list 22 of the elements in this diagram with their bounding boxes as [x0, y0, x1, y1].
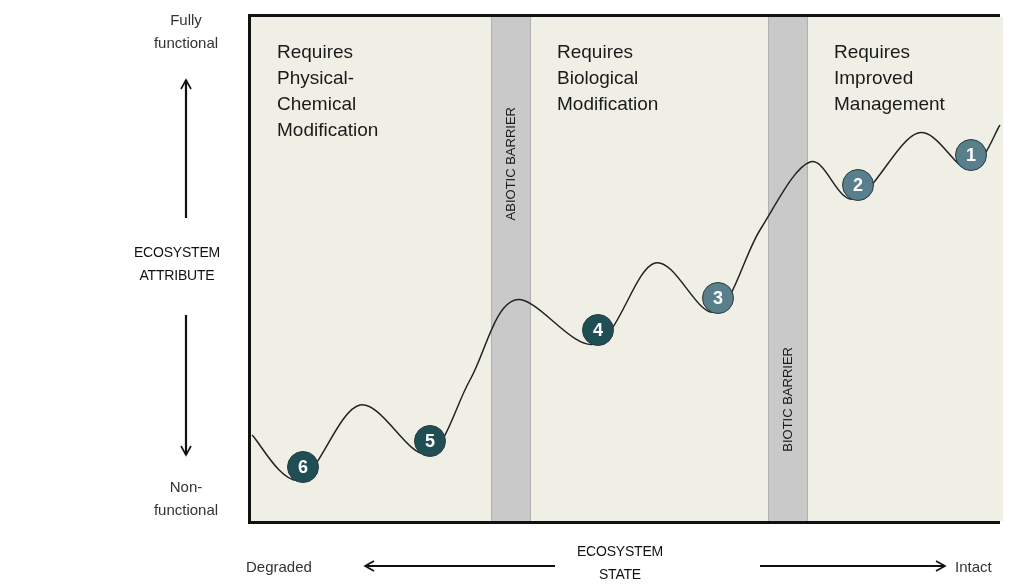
state-ball: 3: [702, 282, 734, 314]
barrier-label: ABIOTIC BARRIER: [503, 107, 518, 221]
state-ball: 5: [414, 425, 446, 457]
region-heading: Requires Improved Management: [834, 40, 946, 116]
state-ball: 4: [582, 314, 614, 346]
region-panel: [808, 17, 1003, 521]
axis-title: ECOSYSTEM STATE: [575, 542, 665, 584]
region-heading: Requires Physical-Chemical Modification: [277, 40, 380, 142]
axis-end-label: Non-functional: [152, 477, 220, 520]
state-ball: 1: [955, 139, 987, 171]
axis-title: ECOSYSTEM ATTRIBUTE: [132, 243, 222, 285]
state-ball: 6: [287, 451, 319, 483]
axis-end-label: Fully functional: [152, 10, 220, 53]
axis-end-label: Intact: [955, 557, 992, 577]
axis-end-label: Degraded: [246, 557, 312, 577]
region-panel: [251, 17, 491, 521]
state-ball: 2: [842, 169, 874, 201]
barrier-band: [491, 17, 531, 521]
region-heading: Requires Biological Modification: [557, 40, 660, 116]
barrier-label: BIOTIC BARRIER: [780, 347, 795, 452]
region-panel: [531, 17, 768, 521]
barrier-band: [768, 17, 808, 521]
